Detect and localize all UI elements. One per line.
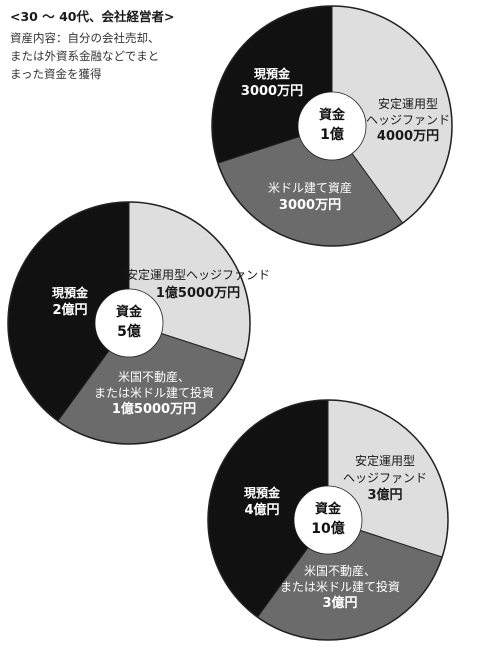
pie-center-label: 10億 bbox=[311, 520, 344, 537]
pie-slice-value-label: 1億5000万円 bbox=[156, 285, 240, 301]
pie-slice-value-label: 1億5000万円 bbox=[112, 401, 196, 417]
pie-slice-value-label: 3000万円 bbox=[241, 84, 303, 99]
pie-slice-value-label: 3億円 bbox=[322, 595, 357, 611]
pie-slice-name-label: ヘッジファンド bbox=[366, 113, 450, 127]
pie-slice-name-label: 現預金 bbox=[244, 485, 281, 500]
pie-center-label: 資金 bbox=[315, 501, 342, 517]
pie-slice-name-label: 現預金 bbox=[254, 66, 291, 81]
pie-slice-name-label: 安定運用型ヘッジファンド bbox=[126, 267, 270, 282]
pie-slice-name-label: または米ドル建て投資 bbox=[94, 385, 214, 400]
pie-slice-name-label: 米国不動産、 bbox=[304, 563, 376, 578]
pie-slice-name-label: ヘッジファンド bbox=[343, 471, 427, 485]
pie-slice-name-label: 現預金 bbox=[52, 285, 89, 300]
description-line: または外資系金融などでまと bbox=[10, 49, 160, 63]
pie-center-circle bbox=[297, 91, 367, 161]
pie-slice-name-label: 安定運用型 bbox=[378, 96, 438, 111]
pie-chart-3: 資金10億安定運用型ヘッジファンド3億円米国不動産、または米ドル建て投資3億円現… bbox=[207, 399, 449, 641]
pie-slice-name-label: または米ドル建て投資 bbox=[280, 579, 400, 594]
pie-slice-name-label: 米国不動産、 bbox=[118, 369, 190, 384]
pie-center-label: 資金 bbox=[319, 107, 346, 123]
pie-outline bbox=[7, 201, 251, 445]
pie-slice-value-label: 4億円 bbox=[244, 502, 279, 518]
pie-chart-2: 資金5億安定運用型ヘッジファンド1億5000万円米国不動産、または米ドル建て投資… bbox=[7, 201, 270, 445]
header-block: <30 ～ 40代、会社経営者> 資産内容：自分の会社売却、 または外資系金融な… bbox=[10, 6, 250, 83]
description-line: まった資金を獲得 bbox=[10, 67, 102, 81]
pie-slice-value-label: 4000万円 bbox=[377, 129, 439, 144]
pie-center-label: 5億 bbox=[117, 323, 141, 340]
description-line: 資産内容：自分の会社売却、 bbox=[10, 31, 160, 45]
pie-center-label: 資金 bbox=[116, 304, 143, 320]
pie-outline bbox=[211, 5, 453, 247]
pie-slice-name-label: 米ドル建て資産 bbox=[268, 180, 352, 195]
pie-slice-value-label: 3億円 bbox=[367, 487, 402, 503]
pie-outline bbox=[207, 399, 449, 641]
pie-slice-name-label: 安定運用型 bbox=[355, 453, 415, 468]
page-title: <30 ～ 40代、会社経営者> bbox=[10, 9, 175, 24]
pie-slice-value-label: 2億円 bbox=[52, 302, 87, 318]
pie-chart-1: 資金1億安定運用型ヘッジファンド4000万円米ドル建て資産3000万円現預金30… bbox=[211, 5, 453, 247]
pie-center-label: 1億 bbox=[320, 126, 344, 143]
pie-slice-value-label: 3000万円 bbox=[279, 198, 341, 213]
pie-center-circle bbox=[94, 288, 164, 358]
pie-center-circle bbox=[293, 485, 363, 555]
